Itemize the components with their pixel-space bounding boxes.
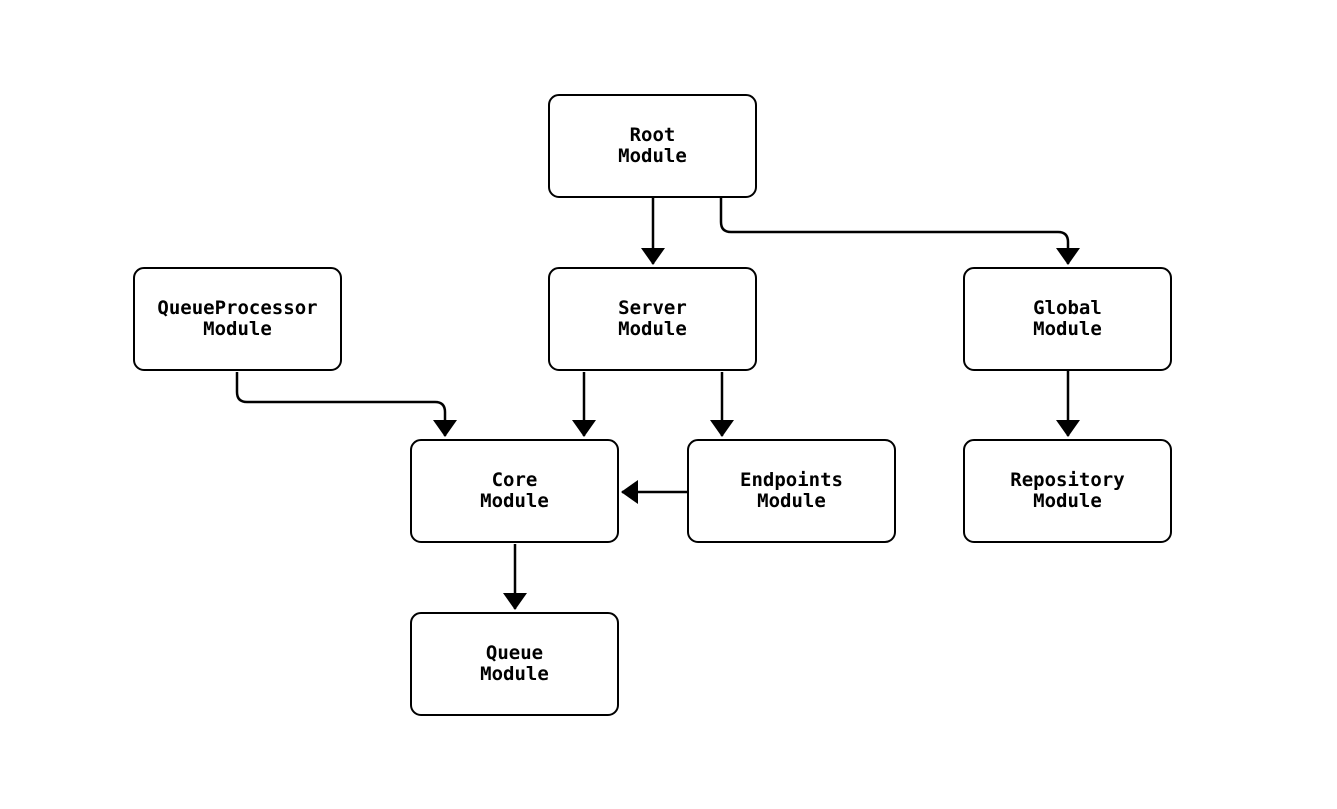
node-global-module: Global Module [963, 267, 1172, 371]
node-endpoints-module-label: Endpoints Module [740, 469, 843, 512]
node-endpoints-module: Endpoints Module [687, 439, 896, 543]
node-queueprocessor-module-label: QueueProcessor Module [157, 297, 318, 340]
node-queueprocessor-module: QueueProcessor Module [133, 267, 342, 371]
node-root-module-label: Root Module [618, 124, 687, 167]
node-root-module: Root Module [548, 94, 757, 198]
node-server-module-label: Server Module [618, 297, 687, 340]
node-repository-module-label: Repository Module [1010, 469, 1125, 512]
node-core-module: Core Module [410, 439, 619, 543]
node-repository-module: Repository Module [963, 439, 1172, 543]
node-core-module-label: Core Module [480, 469, 549, 512]
edge-root-to-global [719, 198, 1080, 265]
node-server-module: Server Module [548, 267, 757, 371]
node-global-module-label: Global Module [1033, 297, 1102, 340]
node-queue-module-label: Queue Module [480, 642, 549, 685]
node-queue-module: Queue Module [410, 612, 619, 716]
edge-queueprocessor-to-core [235, 372, 457, 437]
